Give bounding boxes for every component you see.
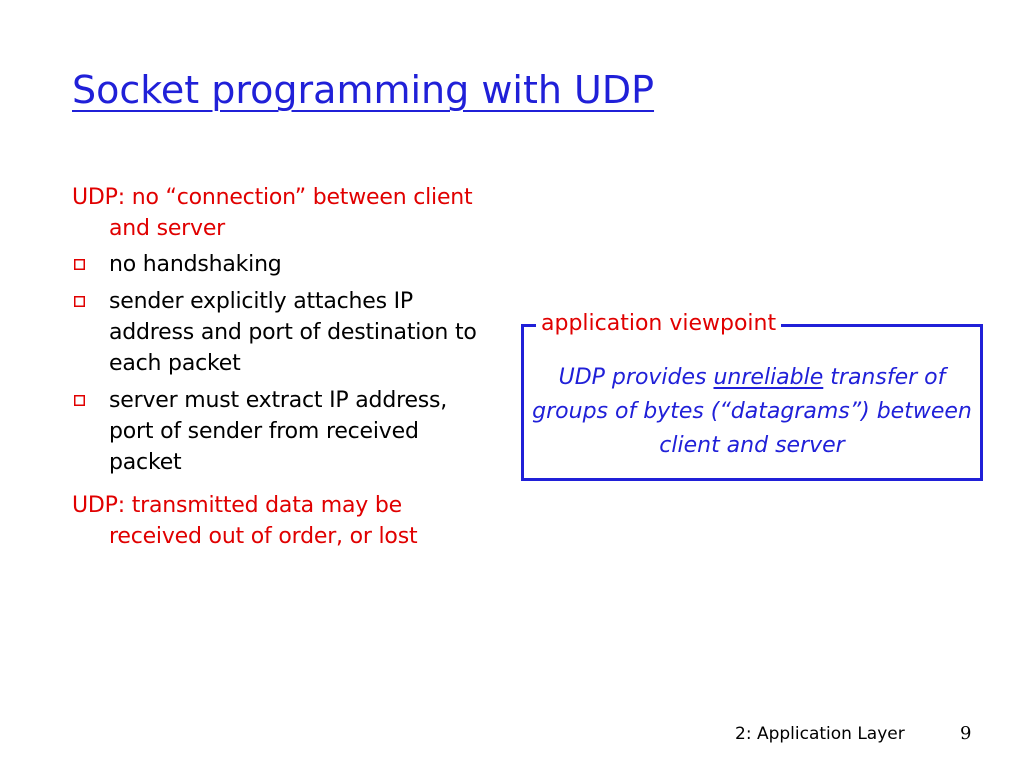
- bullet-item: sender explicitly attaches IP address an…: [72, 286, 492, 379]
- viewpoint-text-rest: transfer of groups of bytes (“datagrams”…: [532, 365, 972, 458]
- square-bullet-icon: [74, 259, 85, 270]
- bullet-text: sender explicitly attaches IP address an…: [109, 289, 477, 376]
- intro-text: UDP: no “connection” between client and …: [72, 185, 473, 241]
- bullet-text: server must extract IP address, port of …: [109, 388, 448, 475]
- bullet-item: server must extract IP address, port of …: [72, 385, 492, 478]
- application-viewpoint-box: application viewpoint UDP provides unrel…: [521, 310, 983, 481]
- viewpoint-text: UDP provides unreliable transfer of grou…: [524, 361, 980, 463]
- bullet-item: no handshaking: [72, 249, 492, 280]
- slide-number: 9: [960, 723, 972, 744]
- viewpoint-label: application viewpoint: [536, 310, 782, 338]
- square-bullet-icon: [74, 296, 85, 307]
- conclusion-text: UDP: transmitted data may be received ou…: [72, 493, 418, 549]
- slide-title: Socket programming with UDP: [72, 68, 655, 112]
- footer-chapter-label: 2: Application Layer: [735, 724, 905, 744]
- bullet-list: no handshaking sender explicitly attache…: [72, 249, 492, 478]
- square-bullet-icon: [74, 395, 85, 406]
- viewpoint-emphasis: unreliable: [713, 365, 824, 390]
- bullet-text: no handshaking: [109, 252, 282, 277]
- viewpoint-text-lead: UDP provides: [558, 365, 714, 390]
- slide-body: UDP: no “connection” between client and …: [72, 182, 492, 552]
